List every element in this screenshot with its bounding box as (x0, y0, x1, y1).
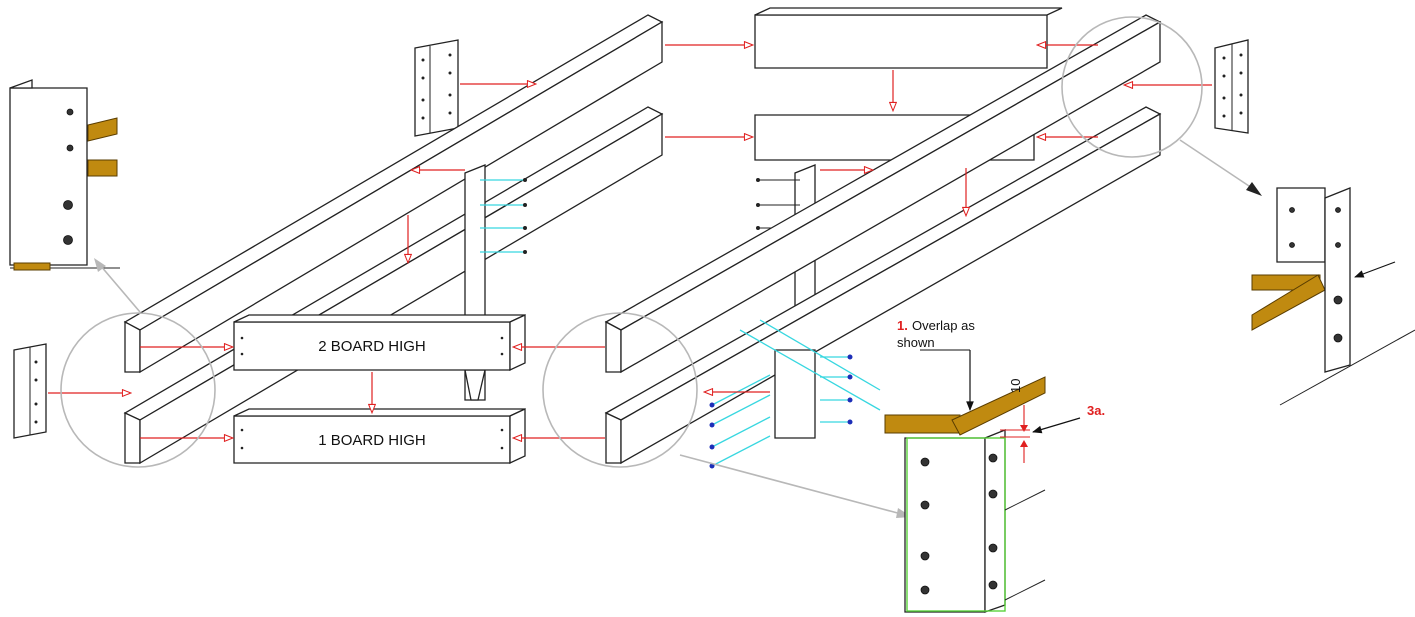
bracket-with-screws (709, 319, 881, 469)
long-board-right-lower (604, 106, 1162, 465)
long-board-left-upper (123, 14, 664, 374)
screw-row-center (480, 178, 527, 254)
end-board-upper (233, 313, 526, 372)
label-2-board-high: 2 BOARD HIGH (318, 338, 426, 355)
overlap-note-line1: Overlap as (912, 318, 975, 333)
end-board-lower (233, 407, 526, 465)
callout-3a: 3a. (1087, 403, 1105, 418)
detail-right-corner (1251, 187, 1415, 406)
assembly-arrows (48, 45, 1212, 438)
bracket-plate-top-right (1214, 39, 1249, 134)
long-board-right-upper (604, 14, 1162, 374)
overlap-step-number: 1. (897, 318, 908, 333)
detail-left-corner (9, 79, 120, 271)
label-1-board-high: 1 BOARD HIGH (318, 432, 426, 449)
bracket-plate-top-left (414, 39, 459, 137)
bracket-plate-left (13, 343, 47, 439)
detail-overlap (884, 349, 1081, 613)
end-board-top-upper (754, 7, 1063, 69)
overlap-note-line2: shown (897, 335, 935, 350)
dimension-10: 10 (1008, 379, 1023, 393)
magnifier-lenses (60, 16, 1262, 518)
